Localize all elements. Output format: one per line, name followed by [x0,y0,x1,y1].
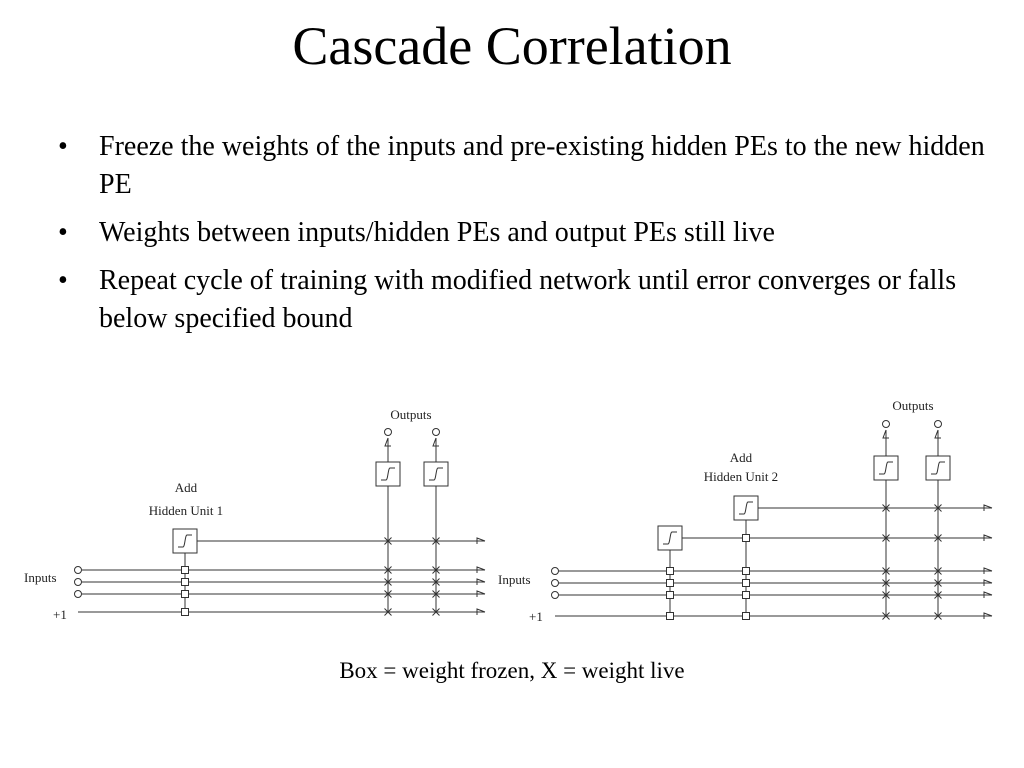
connection-arrowhead [476,566,486,573]
live-weight-x [882,579,890,587]
output-node [432,428,440,436]
input-node [551,567,559,575]
frozen-weight-box [666,591,674,599]
frozen-weight-box [181,578,189,586]
frozen-weight-box [666,567,674,575]
frozen-weight-box [666,612,674,620]
bias-label: +1 [529,609,543,624]
sigmoid-icon [739,501,753,515]
live-weight-x [882,567,890,575]
bullet-item: • Freeze the weights of the inputs and p… [56,128,986,204]
network-diagram-hidden-unit-2: Outputs Add Hidden Unit 2 Inputs +1 [498,398,993,624]
live-weight-x [934,534,942,542]
connection-arrowhead [983,534,993,541]
output-node [934,420,942,428]
live-weight-x [882,534,890,542]
input-node [551,591,559,599]
live-weight-x [384,590,392,598]
connection-arrowhead [983,504,993,511]
bullet-text: Weights between inputs/hidden PEs and ou… [99,217,775,248]
slide-title: Cascade Correlation [292,16,732,76]
live-weight-x [432,590,440,598]
live-weight-x [882,612,890,620]
output-node [882,420,890,428]
diagram-caption: Box = weight frozen, X = weight live [339,658,685,683]
connection-arrowhead [476,578,486,585]
outputs-label: Outputs [892,398,933,413]
live-weight-x [882,504,890,512]
frozen-weight-box [666,579,674,587]
sigmoid-icon [879,461,893,475]
sigmoid-icon [931,461,945,475]
input-node [74,566,82,574]
frozen-weight-box [742,579,750,587]
input-node [551,579,559,587]
add-label: Add [175,480,198,495]
connection-arrowhead [983,579,993,586]
frozen-weight-box [742,612,750,620]
hidden-unit-label: Hidden Unit 2 [704,469,778,484]
live-weight-x [432,578,440,586]
bullet-list: • Freeze the weights of the inputs and p… [56,128,986,348]
bullet-text: Freeze the weights of the inputs and pre… [99,131,985,200]
hidden-unit-label: Hidden Unit 1 [149,503,223,518]
hidden-unit-1 [657,525,683,551]
input-node [74,590,82,598]
live-weight-x [934,591,942,599]
bullet-symbol: • [58,265,68,296]
connection-arrowhead [476,608,486,615]
output-arrowhead [934,429,941,439]
live-weight-x [384,537,392,545]
live-weight-x [934,504,942,512]
frozen-weight-box [181,608,189,616]
bullet-text: Repeat cycle of training with modified n… [99,265,957,334]
sigmoid-icon [663,531,677,545]
frozen-weight-box [742,567,750,575]
connection-arrowhead [476,537,486,544]
output-node [384,428,392,436]
live-weight-x [432,537,440,545]
input-node [74,578,82,586]
frozen-weight-box [181,590,189,598]
live-weight-x [432,608,440,616]
bias-label: +1 [53,607,67,622]
sigmoid-icon [178,534,192,548]
bullet-item: • Repeat cycle of training with modified… [56,262,986,338]
live-weight-x [432,566,440,574]
live-weight-x [934,567,942,575]
add-label: Add [730,450,753,465]
live-weight-x [384,578,392,586]
sigmoid-icon [429,467,443,481]
live-weight-x [384,566,392,574]
live-weight-x [934,612,942,620]
live-weight-x [934,579,942,587]
bullet-item: • Weights between inputs/hidden PEs and … [56,214,986,252]
bullet-symbol: • [58,131,68,162]
network-diagram-hidden-unit-1: Outputs Add Hidden Unit 1 Inputs +1 [24,407,486,622]
connection-arrowhead [983,567,993,574]
connection-arrowhead [983,612,993,619]
frozen-weight-box [181,566,189,574]
outputs-label: Outputs [390,407,431,422]
inputs-label: Inputs [498,572,531,587]
output-arrowhead [432,437,439,447]
inputs-label: Inputs [24,570,57,585]
output-arrowhead [882,429,889,439]
live-weight-x [384,608,392,616]
frozen-weight-box [742,534,750,542]
frozen-weight-box [742,591,750,599]
connection-arrowhead [983,591,993,598]
live-weight-x [882,591,890,599]
output-arrowhead [384,437,391,447]
bullet-symbol: • [58,217,68,248]
connection-arrowhead [476,590,486,597]
sigmoid-icon [381,467,395,481]
